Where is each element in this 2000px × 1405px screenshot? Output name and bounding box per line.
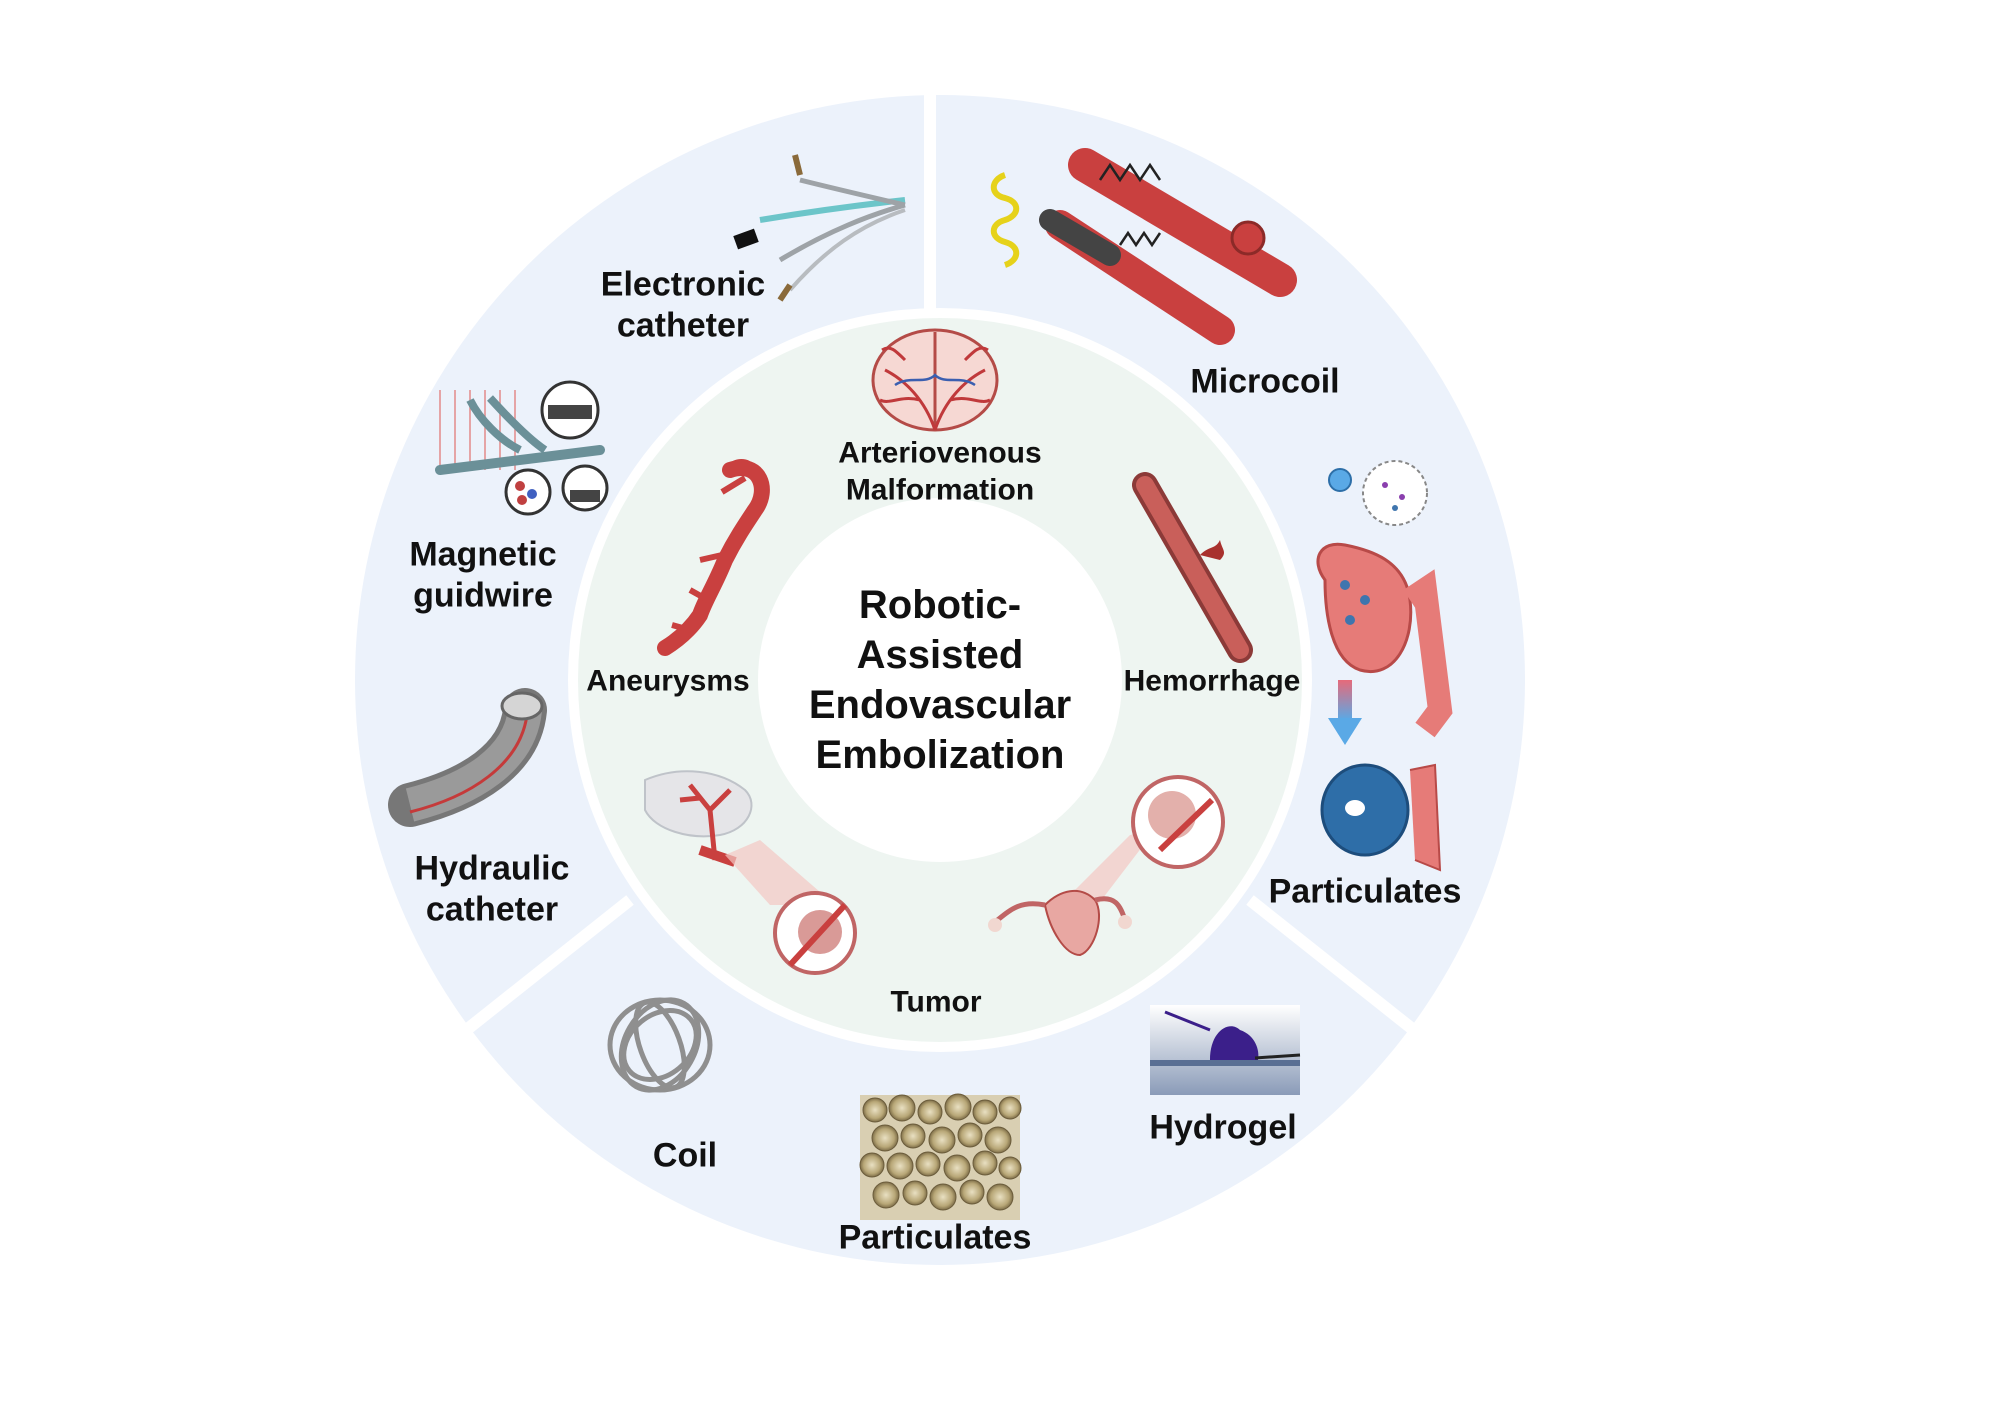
hydraulic-catheter-line-2: catheter <box>425 891 559 929</box>
label-electronic-catheter: Electronic catheter <box>601 265 765 348</box>
particulates-micrograph-icon <box>859 1093 1022 1220</box>
label-coil: Coil <box>652 1136 718 1175</box>
magnetic-guidwire-line-2: guidwire <box>413 577 553 615</box>
label-arteriovenous-malformation: Arteriovenous Malformation <box>838 435 1041 508</box>
avm-line-1: Arteriovenous <box>838 436 1042 470</box>
aneurysm-vessel-icon <box>657 459 770 656</box>
hydrogel-photo-icon <box>1150 1005 1301 1095</box>
electronic-catheter-icon <box>733 154 906 302</box>
label-particulates-bottom: Particulates <box>838 1218 1032 1257</box>
label-microcoil: Microcoil <box>1190 362 1340 401</box>
label-hydraulic-catheter: Hydraulic catheter <box>415 849 570 932</box>
label-aneurysms: Aneurysms <box>586 664 750 698</box>
center-title: Robotic- Assisted Endovascular Embolizat… <box>809 580 1071 780</box>
coil-icon <box>607 997 713 1093</box>
center-title-line-1: Robotic- <box>858 583 1022 627</box>
center-title-line-2: Assisted <box>856 633 1024 677</box>
microcoil-icon <box>990 148 1297 345</box>
brain-vessels-icon <box>871 328 999 432</box>
particulates-embolization-icon <box>1316 460 1453 872</box>
hydraulic-catheter-icon <box>388 688 547 827</box>
label-hemorrhage: Hemorrhage <box>1123 664 1301 698</box>
label-magnetic-guidwire: Magnetic guidwire <box>409 535 556 618</box>
hydraulic-catheter-line-1: Hydraulic <box>414 849 570 888</box>
center-title-line-3: Endovascular <box>808 683 1072 727</box>
label-tumor: Tumor <box>890 985 982 1019</box>
center-core <box>758 498 1122 862</box>
uterus-tumor-icon <box>988 775 1225 957</box>
avm-line-2: Malformation <box>845 473 1035 506</box>
center-title-line-4: Embolization <box>815 733 1065 777</box>
electronic-catheter-line-1: Electronic <box>600 265 766 304</box>
hemorrhage-vessel-icon <box>1132 472 1253 663</box>
liver-tumor-icon <box>644 770 857 975</box>
magnetic-guidwire-icon <box>435 380 609 516</box>
label-hydrogel: Hydrogel <box>1149 1108 1297 1147</box>
label-particulates-right: Particulates <box>1268 872 1462 911</box>
magnetic-guidwire-line-1: Magnetic <box>409 535 557 574</box>
sector-dividers <box>456 95 1424 1040</box>
electronic-catheter-line-2: catheter <box>616 307 750 345</box>
